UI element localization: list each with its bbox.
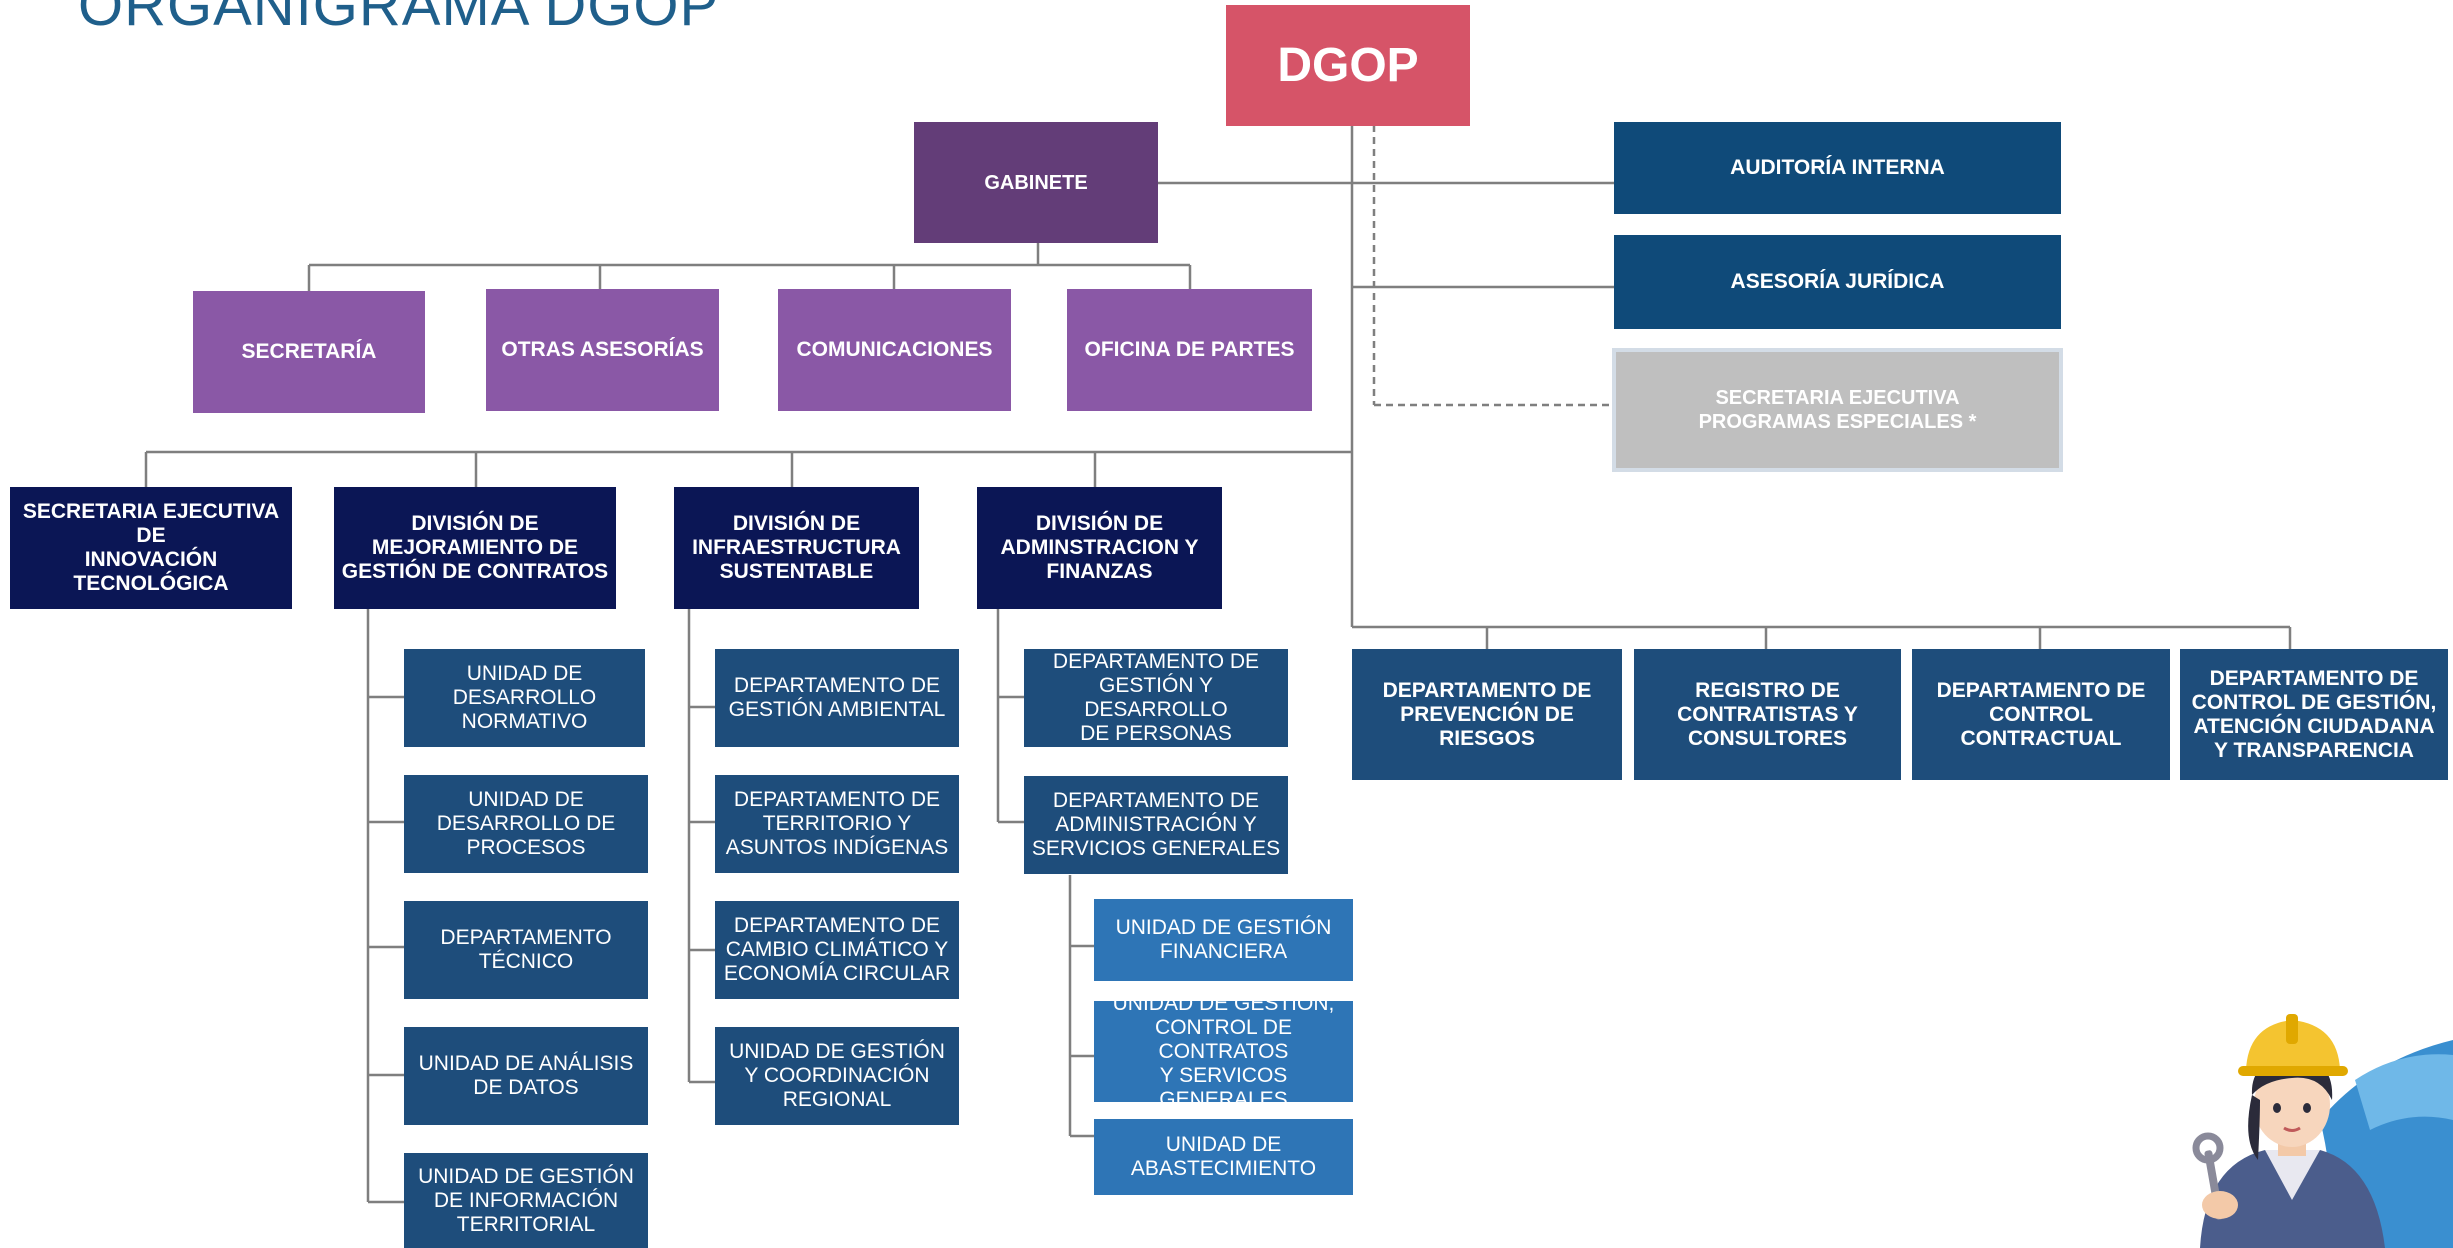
dept-gestion-personas[interactable]: DEPARTAMENTO DE GESTIÓN Y DESARROLLO DE … [1024, 649, 1288, 747]
dept-administracion-servicios[interactable]: DEPARTAMENTO DE ADMINISTRACIÓN Y SERVICI… [1024, 776, 1288, 874]
unit-gestion-financiera[interactable]: UNIDAD DE GESTIÓN FINANCIERA [1094, 899, 1353, 981]
page-title: ORGANIGRAMA DGOP [78, 0, 720, 38]
dgop-box[interactable]: DGOP [1226, 5, 1470, 126]
unit-abastecimiento[interactable]: UNIDAD DE ABASTECIMIENTO [1094, 1119, 1353, 1195]
unit-control-contratos[interactable]: UNIDAD DE GESTIÓN, CONTROL DE CONTRATOS … [1094, 992, 1353, 1111]
division-mejoramiento-contratos[interactable]: DIVISIÓN DE MEJORAMIENTO DE GESTIÓN DE C… [334, 487, 616, 609]
dept-registro-contratistas[interactable]: REGISTRO DE CONTRATISTAS Y CONSULTORES [1634, 649, 1901, 780]
dept-prevencion-riesgos[interactable]: DEPARTAMENTO DE PREVENCIÓN DE RIESGOS [1352, 649, 1622, 780]
division-infraestructura-sustentable[interactable]: DIVISIÓN DE INFRAESTRUCTURA SUSTENTABLE [674, 487, 919, 609]
dept-control-gestion-transparencia[interactable]: DEPARTAMENTO DE CONTROL DE GESTIÓN, ATEN… [2180, 649, 2448, 780]
unit-analisis-datos[interactable]: UNIDAD DE ANÁLISIS DE DATOS [404, 1027, 648, 1125]
auditoria-interna-box[interactable]: AUDITORÍA INTERNA [1614, 122, 2061, 214]
division-innovacion-tecnologica[interactable]: SECRETARIA EJECUTIVA DE INNOVACIÓN TECNO… [10, 487, 292, 609]
construction-worker-illustration [2192, 1014, 2453, 1248]
unit-informacion-territorial[interactable]: UNIDAD DE GESTIÓN DE INFORMACIÓN TERRITO… [404, 1153, 648, 1248]
dept-cambio-climatico[interactable]: DEPARTAMENTO DE CAMBIO CLIMÁTICO Y ECONO… [715, 901, 959, 999]
unit-departamento-tecnico[interactable]: DEPARTAMENTO TÉCNICO [404, 901, 648, 999]
secretaria-programas-especiales-box[interactable]: SECRETARIA EJECUTIVA PROGRAMAS ESPECIALE… [1612, 348, 2063, 472]
dept-territorio-asuntos-indigenas[interactable]: DEPARTAMENTO DE TERRITORIO Y ASUNTOS IND… [715, 775, 959, 873]
unit-desarrollo-normativo[interactable]: UNIDAD DE DESARROLLO NORMATIVO [404, 649, 645, 747]
unit-coordinacion-regional[interactable]: UNIDAD DE GESTIÓN Y COORDINACIÓN REGIONA… [715, 1027, 959, 1125]
asesoria-juridica-box[interactable]: ASESORÍA JURÍDICA [1614, 235, 2061, 329]
unit-comunicaciones[interactable]: COMUNICACIONES [778, 289, 1011, 411]
unit-oficina-de-partes[interactable]: OFICINA DE PARTES [1067, 289, 1312, 411]
unit-secretaria[interactable]: SECRETARÍA [193, 291, 425, 413]
division-administracion-finanzas[interactable]: DIVISIÓN DE ADMINSTRACION Y FINANZAS [977, 487, 1222, 609]
unit-otras-asesorias[interactable]: OTRAS ASESORÍAS [486, 289, 719, 411]
dept-gestion-ambiental[interactable]: DEPARTAMENTO DE GESTIÓN AMBIENTAL [715, 649, 959, 747]
unit-desarrollo-procesos[interactable]: UNIDAD DE DESARROLLO DE PROCESOS [404, 775, 648, 873]
dept-control-contractual[interactable]: DEPARTAMENTO DE CONTROL CONTRACTUAL [1912, 649, 2170, 780]
gabinete-box[interactable]: GABINETE [914, 122, 1158, 243]
